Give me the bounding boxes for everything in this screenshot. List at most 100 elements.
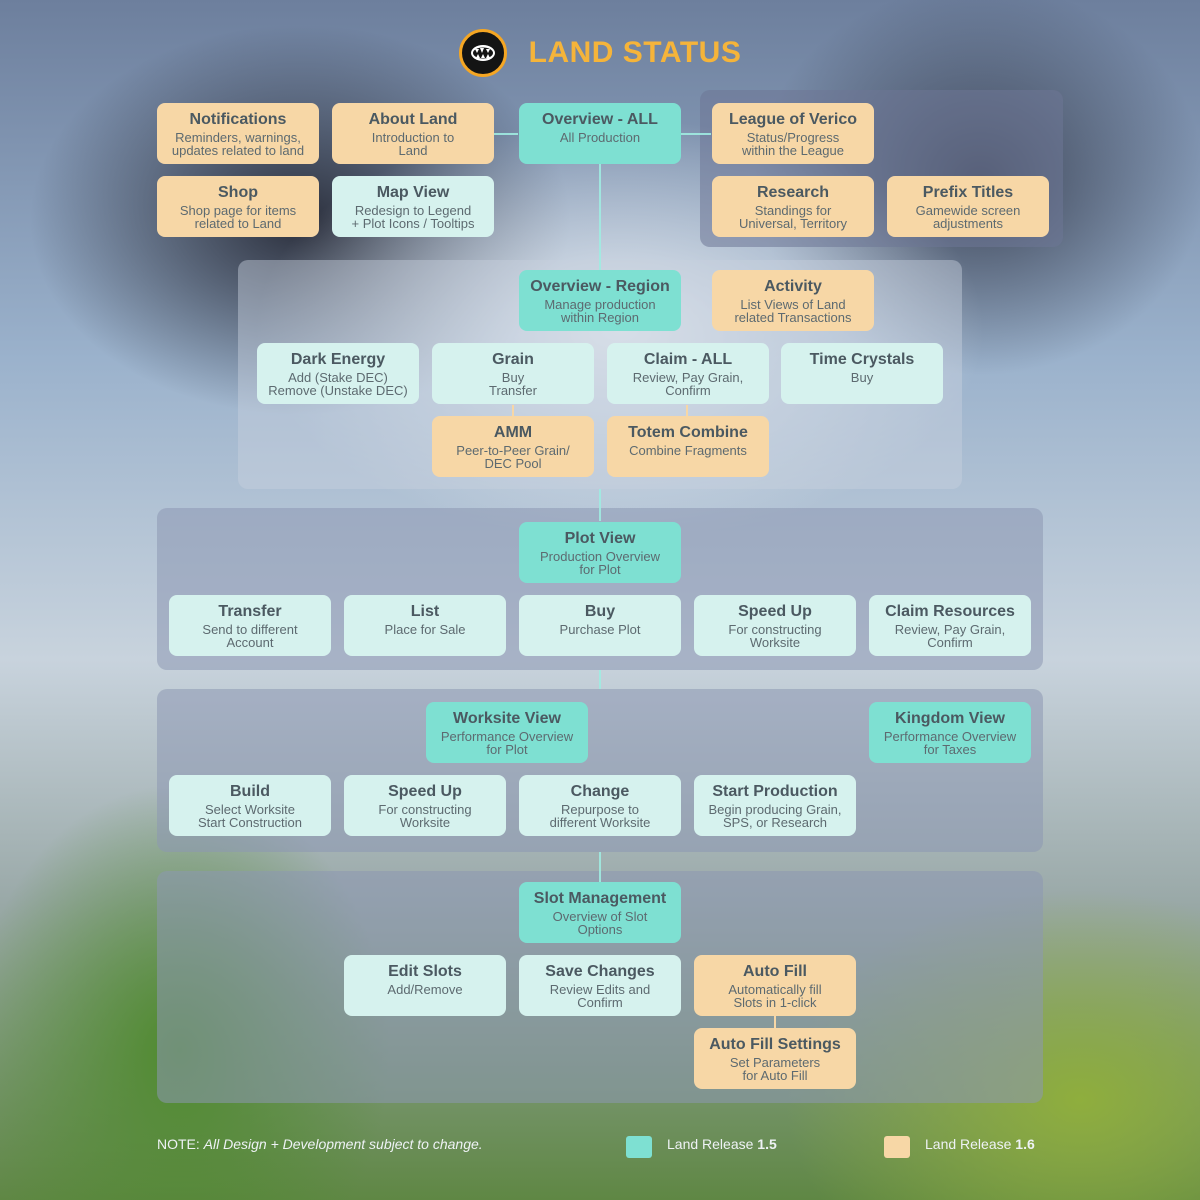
card-desc: Performance Overview for Taxes [883, 729, 1017, 757]
card-title: Slot Management [533, 890, 667, 907]
edit-slots-card[interactable]: Edit Slots Add/Remove [344, 955, 506, 1016]
card-desc: Review, Pay Grain, Confirm [632, 370, 744, 398]
connector-line [494, 133, 518, 135]
card-title: Auto Fill [743, 963, 807, 980]
card-desc: Add/Remove [387, 982, 463, 997]
card-desc: Purchase Plot [559, 622, 641, 637]
card-title: Speed Up [388, 783, 462, 800]
legend-item: Land Release 1.6 [925, 1136, 1035, 1158]
auto-fill-card[interactable]: Auto Fill Automatically fill Slots in 1-… [694, 955, 856, 1016]
start-production-card[interactable]: Start Production Begin producing Grain, … [694, 775, 856, 836]
map-view-card[interactable]: Map View Redesign to Legend + Plot Icons… [332, 176, 494, 237]
card-desc: Peer-to-Peer Grain/ DEC Pool [456, 443, 570, 471]
connector-line [599, 164, 601, 270]
note-prefix: NOTE: [157, 1136, 204, 1152]
card-title: Notifications [189, 111, 287, 128]
connector-line [599, 670, 601, 689]
card-title: Start Production [712, 783, 838, 800]
card-title: Kingdom View [895, 710, 1005, 727]
connector-line [512, 405, 514, 416]
auto-fill-settings-card[interactable]: Auto Fill Settings Set Parameters for Au… [694, 1028, 856, 1089]
claim-all-card[interactable]: Claim - ALL Review, Pay Grain, Confirm [607, 343, 769, 404]
time-crystals-card[interactable]: Time Crystals Buy [781, 343, 943, 404]
research-card[interactable]: Research Standings for Universal, Territ… [712, 176, 874, 237]
card-title: Activity [764, 278, 822, 295]
buy-card[interactable]: Buy Purchase Plot [519, 595, 681, 656]
card-desc: Manage production within Region [544, 297, 656, 325]
plot-view-card[interactable]: Plot View Production Overview for Plot [519, 522, 681, 583]
monster-mouth-icon [458, 29, 507, 77]
build-card[interactable]: Build Select Worksite Start Construction [169, 775, 331, 836]
claim-resources-card[interactable]: Claim Resources Review, Pay Grain, Confi… [869, 595, 1031, 656]
about-land-card[interactable]: About Land Introduction to Land [332, 103, 494, 164]
grain-card[interactable]: Grain Buy Transfer [432, 343, 594, 404]
card-title: Grain [492, 351, 534, 368]
totem-combine-card[interactable]: Totem Combine Combine Fragments [607, 416, 769, 477]
prefix-titles-card[interactable]: Prefix Titles Gamewide screen adjustment… [887, 176, 1049, 237]
legend-swatch-teal [626, 1136, 652, 1158]
footer-note: NOTE: All Design + Development subject t… [157, 1136, 483, 1158]
card-title: Buy [584, 603, 616, 620]
card-desc: Select Worksite Start Construction [197, 802, 303, 830]
card-desc: Review, Pay Grain, Confirm [894, 622, 1006, 650]
card-title: Totem Combine [628, 424, 748, 441]
card-desc: Place for Sale [384, 622, 466, 637]
card-title: About Land [368, 111, 458, 128]
card-desc: All Production [559, 130, 641, 145]
transfer-card[interactable]: Transfer Send to different Account [169, 595, 331, 656]
connector-line [681, 133, 711, 135]
legend-version: 1.6 [1015, 1136, 1035, 1152]
overview-all-card[interactable]: Overview - ALL All Production [519, 103, 681, 164]
card-desc: Gamewide screen adjustments [915, 203, 1021, 231]
connector-line [774, 1016, 776, 1028]
card-title: AMM [493, 424, 533, 441]
connector-line [686, 405, 688, 416]
speed-up-worksite-card[interactable]: Speed Up For constructing Worksite [344, 775, 506, 836]
card-desc: Combine Fragments [629, 443, 747, 458]
legend-version: 1.5 [757, 1136, 777, 1152]
kingdom-view-card[interactable]: Kingdom View Performance Overview for Ta… [869, 702, 1031, 763]
card-desc: Redesign to Legend + Plot Icons / Toolti… [351, 203, 475, 231]
card-title: Claim Resources [885, 603, 1015, 620]
card-desc: Status/Progress within the League [742, 130, 844, 158]
header: LAND STATUS [0, 28, 1200, 78]
overview-region-card[interactable]: Overview - Region Manage production with… [519, 270, 681, 331]
card-title: Transfer [218, 603, 282, 620]
card-title: Research [756, 184, 830, 201]
card-desc: Buy [850, 370, 874, 385]
slot-management-card[interactable]: Slot Management Overview of Slot Options [519, 882, 681, 943]
notifications-card[interactable]: Notifications Reminders, warnings, updat… [157, 103, 319, 164]
card-title: Claim - ALL [643, 351, 733, 368]
list-card[interactable]: List Place for Sale [344, 595, 506, 656]
card-desc: For constructing Worksite [378, 802, 472, 830]
card-title: Overview - Region [530, 278, 670, 295]
card-desc: Send to different Account [202, 622, 298, 650]
card-title: Map View [376, 184, 450, 201]
amm-card[interactable]: AMM Peer-to-Peer Grain/ DEC Pool [432, 416, 594, 477]
card-title: Prefix Titles [922, 184, 1014, 201]
dark-energy-card[interactable]: Dark Energy Add (Stake DEC) Remove (Unst… [257, 343, 419, 404]
league-card[interactable]: League of Verico Status/Progress within … [712, 103, 874, 164]
card-desc: Introduction to Land [371, 130, 455, 158]
card-desc: Overview of Slot Options [552, 909, 648, 937]
card-title: Auto Fill Settings [709, 1036, 841, 1053]
connector-line [599, 489, 601, 521]
worksite-view-card[interactable]: Worksite View Performance Overview for P… [426, 702, 588, 763]
card-title: Overview - ALL [542, 111, 658, 128]
card-title: Worksite View [453, 710, 561, 727]
card-desc: Add (Stake DEC) Remove (Unstake DEC) [268, 370, 408, 398]
note-text: All Design + Development subject to chan… [203, 1136, 483, 1152]
connector-line [599, 852, 601, 882]
card-desc: List Views of Land related Transactions [734, 297, 852, 325]
activity-card[interactable]: Activity List Views of Land related Tran… [712, 270, 874, 331]
save-changes-card[interactable]: Save Changes Review Edits and Confirm [519, 955, 681, 1016]
card-desc: Standings for Universal, Territory [738, 203, 848, 231]
speed-up-plot-card[interactable]: Speed Up For constructing Worksite [694, 595, 856, 656]
card-title: Shop [218, 184, 258, 201]
card-desc: Review Edits and Confirm [549, 982, 651, 1010]
card-title: List [410, 603, 440, 620]
card-desc: For constructing Worksite [728, 622, 822, 650]
shop-card[interactable]: Shop Shop page for items related to Land [157, 176, 319, 237]
change-card[interactable]: Change Repurpose to different Worksite [519, 775, 681, 836]
card-desc: Reminders, warnings, updates related to … [171, 130, 305, 158]
